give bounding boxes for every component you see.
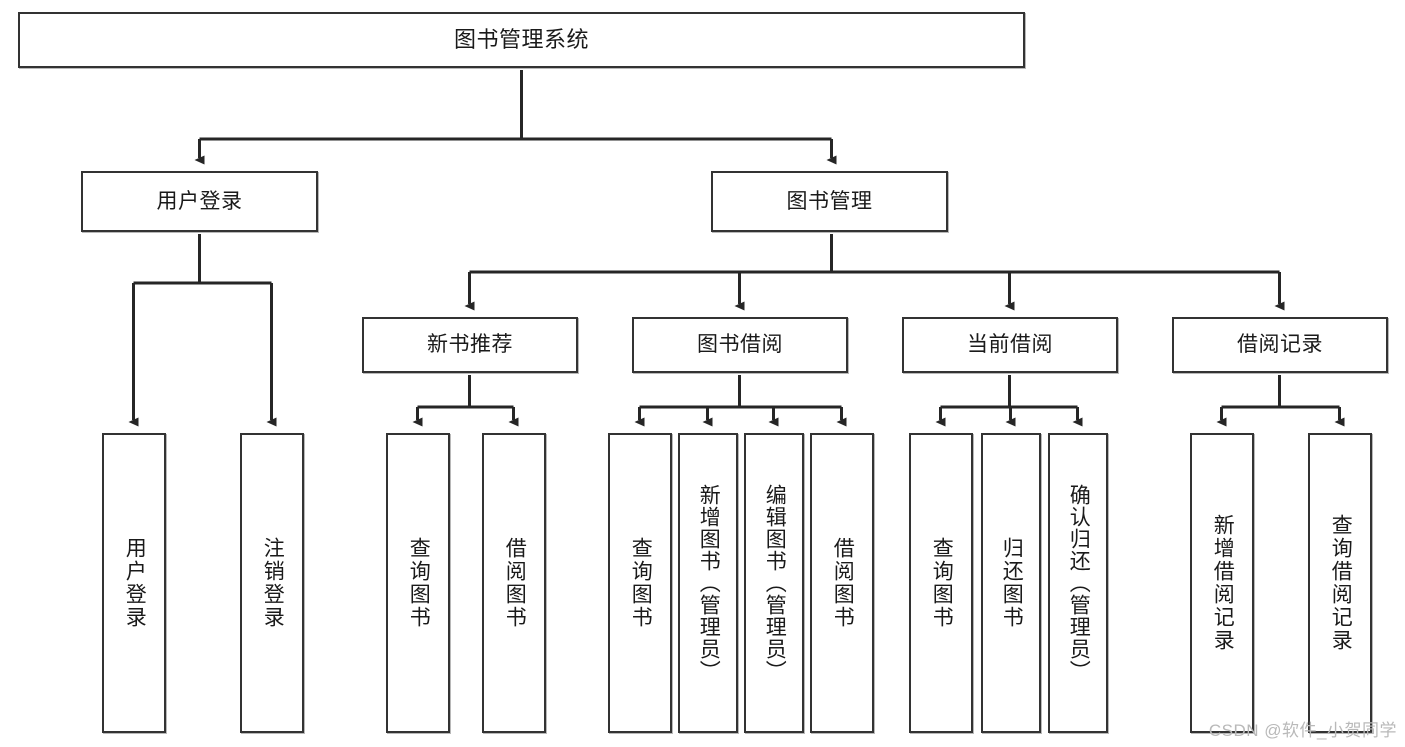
node-current-borrow[interactable]: 当前借阅 bbox=[902, 317, 1118, 373]
node-leaf-logout[interactable]: 注销登录 bbox=[240, 433, 304, 733]
node-label: 图书管理系统 bbox=[453, 26, 589, 52]
node-leaf-add-record[interactable]: 新增借阅记录 bbox=[1190, 433, 1254, 733]
node-root-system[interactable]: 图书管理系统 bbox=[18, 12, 1025, 68]
node-leaf-query-book-1[interactable]: 查询图书 bbox=[386, 433, 450, 733]
node-borrow-record[interactable]: 借阅记录 bbox=[1172, 317, 1388, 373]
node-leaf-confirm-return[interactable]: 确认归还（管理员） bbox=[1048, 433, 1108, 733]
node-label: 新增图书（管理员） bbox=[697, 484, 721, 682]
node-leaf-borrow-book-2[interactable]: 借阅图书 bbox=[810, 433, 874, 733]
node-book-manage[interactable]: 图书管理 bbox=[711, 171, 948, 232]
node-label: 注销登录 bbox=[261, 537, 285, 629]
watermark-text: CSDN @软件_小贺同学 bbox=[1208, 721, 1397, 740]
node-label: 查询图书 bbox=[407, 537, 431, 629]
node-label: 查询借阅记录 bbox=[1329, 514, 1353, 652]
node-leaf-query-book-3[interactable]: 查询图书 bbox=[909, 433, 973, 733]
node-label: 借阅图书 bbox=[503, 537, 527, 629]
node-label: 图书管理 bbox=[786, 189, 873, 213]
node-label: 用户登录 bbox=[156, 189, 243, 213]
node-leaf-borrow-book-1[interactable]: 借阅图书 bbox=[482, 433, 546, 733]
node-book-borrow[interactable]: 图书借阅 bbox=[632, 317, 848, 373]
node-label: 确认归还（管理员） bbox=[1067, 484, 1091, 682]
node-leaf-edit-book[interactable]: 编辑图书（管理员） bbox=[744, 433, 804, 733]
node-label: 当前借阅 bbox=[967, 333, 1053, 357]
node-label: 新书推荐 bbox=[427, 333, 513, 357]
node-label: 借阅记录 bbox=[1237, 333, 1323, 357]
node-leaf-query-book-2[interactable]: 查询图书 bbox=[608, 433, 672, 733]
node-label: 编辑图书（管理员） bbox=[763, 484, 787, 682]
node-label: 查询图书 bbox=[930, 537, 954, 629]
node-leaf-user-login[interactable]: 用户登录 bbox=[102, 433, 166, 733]
node-label: 归还图书 bbox=[1000, 537, 1024, 629]
node-label: 用户登录 bbox=[123, 537, 147, 629]
node-new-book-recommend[interactable]: 新书推荐 bbox=[362, 317, 578, 373]
node-leaf-add-book[interactable]: 新增图书（管理员） bbox=[678, 433, 738, 733]
node-label: 借阅图书 bbox=[831, 537, 855, 629]
node-label: 查询图书 bbox=[629, 537, 653, 629]
node-label: 图书借阅 bbox=[697, 333, 783, 357]
node-user-login[interactable]: 用户登录 bbox=[81, 171, 318, 232]
node-label: 新增借阅记录 bbox=[1211, 514, 1235, 652]
node-leaf-return-book[interactable]: 归还图书 bbox=[981, 433, 1041, 733]
node-leaf-query-record[interactable]: 查询借阅记录 bbox=[1308, 433, 1372, 733]
